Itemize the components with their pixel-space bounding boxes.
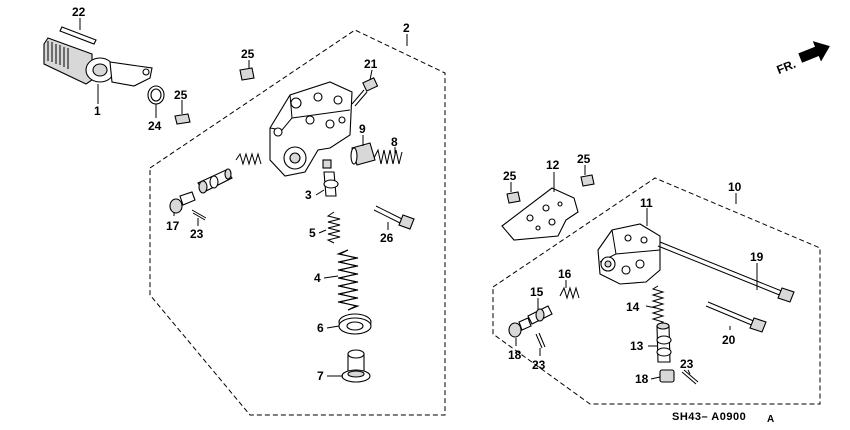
- spring-part-14: [651, 285, 665, 326]
- bolt-part-20: [705, 301, 767, 333]
- cap-part-25-plate-left: [506, 191, 521, 204]
- callout-5: 5: [309, 226, 316, 240]
- diagram-code: SH43– A0900: [672, 411, 746, 423]
- callout-25: 25: [503, 169, 517, 183]
- bolt-part-21: [351, 77, 379, 107]
- separator-plate-part-12: [501, 187, 579, 241]
- callout-14: 14: [626, 300, 640, 314]
- callout-22: 22: [72, 5, 86, 19]
- diagram-code-suffix: A: [767, 414, 775, 425]
- callout-25: 25: [174, 88, 188, 102]
- cap-part-25-left: [174, 113, 191, 125]
- callout-15: 15: [530, 285, 544, 299]
- callout-25: 25: [577, 152, 591, 166]
- callout-8: 8: [391, 135, 398, 149]
- front-direction-indicator: FR.: [775, 41, 830, 77]
- callout-12: 12: [546, 158, 560, 172]
- callout-23: 23: [680, 357, 694, 371]
- callout-3: 3: [305, 188, 312, 202]
- assembly-outline-2: [149, 29, 446, 416]
- leader-lines: [79, 18, 758, 380]
- spring-part-4: [336, 249, 360, 311]
- pin-part-23-left: [191, 209, 207, 221]
- cup-part-7: [341, 349, 371, 383]
- callout-18: 18: [508, 348, 522, 362]
- sleeve-part-9: [350, 142, 376, 166]
- callout-18: 18: [635, 372, 649, 386]
- pin-part-22: [59, 26, 97, 45]
- callout-24: 24: [148, 119, 162, 133]
- cap-part-25-plate-right: [580, 174, 595, 187]
- washer-part-6: [338, 313, 372, 335]
- valve-part-3: [322, 159, 339, 197]
- o-ring-part-24: [147, 85, 165, 105]
- pin-part-23-right-left: [535, 332, 546, 349]
- callout-9: 9: [359, 122, 366, 136]
- front-direction-label: FR.: [775, 57, 798, 77]
- shaft-part-1: [43, 37, 153, 87]
- cap-part-25-top: [239, 67, 255, 81]
- front-arrow-icon: [798, 41, 830, 63]
- callout-7: 7: [317, 369, 324, 383]
- callout-23: 23: [190, 227, 204, 241]
- callout-21: 21: [364, 57, 378, 71]
- callout-6: 6: [317, 321, 324, 335]
- spring-part-5: [326, 211, 341, 244]
- spring-part-8: [373, 148, 403, 165]
- valve-body-part-11: [597, 223, 661, 285]
- plug-part-18-left: [508, 317, 532, 338]
- spool-valve-left: [197, 168, 233, 194]
- callout-19: 19: [750, 250, 764, 264]
- callout-13: 13: [630, 339, 644, 353]
- callout-2: 2: [403, 21, 410, 35]
- callout-16: 16: [558, 267, 572, 281]
- spring-left-body: [235, 152, 262, 166]
- plug-part-17: [169, 191, 196, 214]
- plug-part-18-right: [659, 369, 675, 383]
- callout-4: 4: [314, 271, 321, 285]
- callout-26: 26: [380, 231, 394, 245]
- bolt-part-26: [373, 205, 415, 230]
- callout-25: 25: [241, 47, 255, 61]
- callout-17: 17: [166, 219, 180, 233]
- bolt-part-19: [657, 241, 795, 303]
- callout-1: 1: [94, 104, 101, 118]
- callout-23: 23: [532, 358, 546, 372]
- valve-body-part-2: [269, 81, 353, 177]
- callout-11: 11: [640, 196, 653, 210]
- spring-part-16: [559, 286, 580, 300]
- callout-20: 20: [722, 333, 736, 347]
- assembly-outline-10: [492, 177, 821, 405]
- valve-part-13: [656, 322, 672, 363]
- spool-part-15: [527, 305, 553, 325]
- callout-10: 10: [728, 180, 742, 194]
- pin-part-23-right: [681, 369, 699, 385]
